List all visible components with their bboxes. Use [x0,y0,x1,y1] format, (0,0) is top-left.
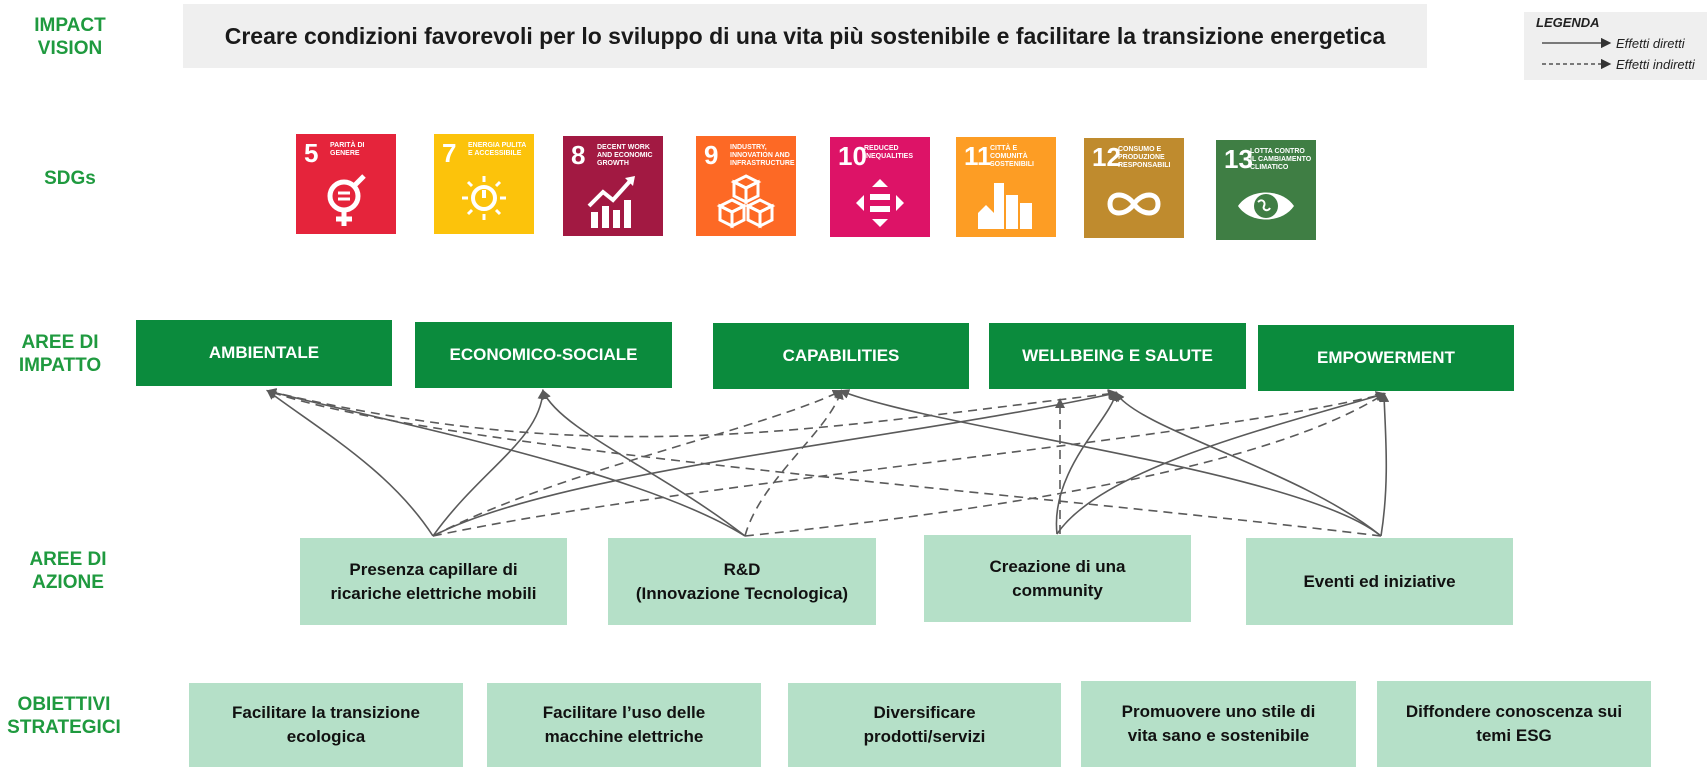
arrow-indirect [432,389,843,537]
impact-vision-box: Creare condizioni favorevoli per lo svil… [183,4,1427,68]
arrow-direct [266,389,434,537]
sdg-13-tile: 13 LOTTA CONTRO IL CAMBIAMENTO CLIMATICO [1216,140,1316,240]
row-label-impact-vision: IMPACT VISION [34,15,106,59]
impact-vision-text: Creare condizioni favorevoli per lo svil… [224,22,1386,49]
arrow-indirect [744,389,844,537]
arrow-indirect [267,388,1118,438]
arrow-direct [1056,391,1386,535]
objective-diversificare: Diversificare prodotti/servizi [788,683,1061,767]
arrow-direct [1379,392,1390,537]
impact-area-ambientale: AMBIENTALE [136,320,392,386]
sdg-5-tile: 5 PARITÀ DI GENERE [296,134,396,234]
arrow-indirect [266,388,1382,537]
city-icon [978,183,1032,229]
action-area-ricariche: Presenza capillare di ricariche elettric… [300,538,567,625]
eye-globe-icon [1238,192,1294,220]
growth-chart-icon [587,176,635,228]
cubes-icon [716,174,776,229]
legend-title: LEGENDA [1536,15,1600,30]
sdg-8-tile: 8 DECENT WORK AND ECONOMIC GROWTH [563,136,663,236]
arrow-direct [432,389,548,537]
sdg-12-tile: 12 CONSUMO E PRODUZIONE RESPONSABILI [1084,138,1184,238]
sdg-10-tile: 10 REDUCED INEQUALITIES [830,137,930,237]
sdg-7-tile: 7 ENERGIA PULITA E ACCESSIBILE [434,134,534,234]
sdg-11-tile: 11 CITTÀ E COMUNITÀ SOSTENIBILI [956,137,1056,237]
sdg-9-tile: 9 INDUSTRY, INNOVATION AND INFRASTRUCTUR… [696,136,796,236]
infinity-icon [1107,192,1161,216]
objective-transizione: Facilitare la transizione ecologica [189,683,463,767]
arrow-direct [266,388,746,537]
objective-macchine-elettriche: Facilitare l’uso delle macchine elettric… [487,683,761,767]
legend: LEGENDA Effetti diretti Effetti indirett… [1524,12,1707,80]
arrow-indirect [744,392,1386,537]
arrow-direct [432,389,1118,537]
row-label-aree-impatto: AREE DI IMPATTO [18,332,102,376]
arrow-direct [541,389,746,537]
impact-area-economico-sociale: ECONOMICO-SOCIALE [415,322,672,388]
arrow-direct [1055,391,1120,535]
action-area-community: Creazione di una community [924,535,1191,622]
equality-arrows-icon [856,179,904,227]
arrow-direct [839,389,1382,537]
arrow-indirect [432,391,1386,537]
row-label-sdgs: SDGs [44,168,96,189]
sun-power-icon [462,176,506,220]
action-area-rnd: R&D (Innovazione Tecnologica) [608,538,876,625]
row-label-aree-azione: AREE DI AZIONE [29,549,107,593]
action-area-eventi: Eventi ed iniziative [1246,538,1513,625]
legend-arrows-icon [1542,37,1612,70]
legend-indirect-label: Effetti indiretti [1616,57,1695,72]
impact-area-capabilities: CAPABILITIES [713,323,969,389]
impact-area-wellbeing: WELLBEING E SALUTE [989,323,1246,389]
impact-area-empowerment: EMPOWERMENT [1258,325,1514,391]
arrow-direct [1114,391,1382,537]
objective-stile-di-vita: Promuovere uno stile di vita sano e sost… [1081,681,1356,767]
row-label-obiettivi: OBIETTIVI STRATEGICI [7,694,121,738]
legend-direct-label: Effetti diretti [1616,36,1685,51]
gender-equality-icon [327,174,366,226]
objective-esg: Diffondere conoscenza sui temi ESG [1377,681,1651,767]
